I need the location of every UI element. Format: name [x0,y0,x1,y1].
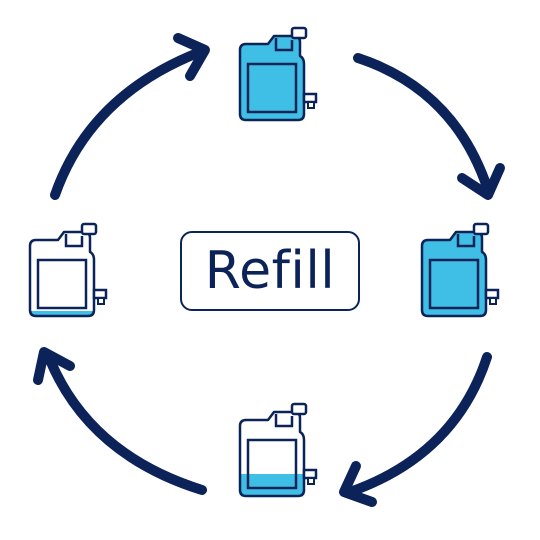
water-jug-icon [420,222,500,318]
water-jug-icon [238,402,318,498]
arrow-right-to-bottom [345,352,492,497]
arrow-head-bottom-to-left [33,347,75,385]
arrow-head-right-to-bottom [339,461,377,507]
arrow-head-left-to-top [173,33,210,81]
arrow-left-to-top [50,47,205,200]
water-jug-icon [28,222,108,318]
water-jug-icon [238,26,318,122]
arrow-bottom-to-left [45,355,207,495]
cycle-arrows [33,33,505,507]
arrow-top-to-right [353,53,493,195]
refill-label: Refill [180,231,360,311]
arrow-head-top-to-right [457,163,505,200]
